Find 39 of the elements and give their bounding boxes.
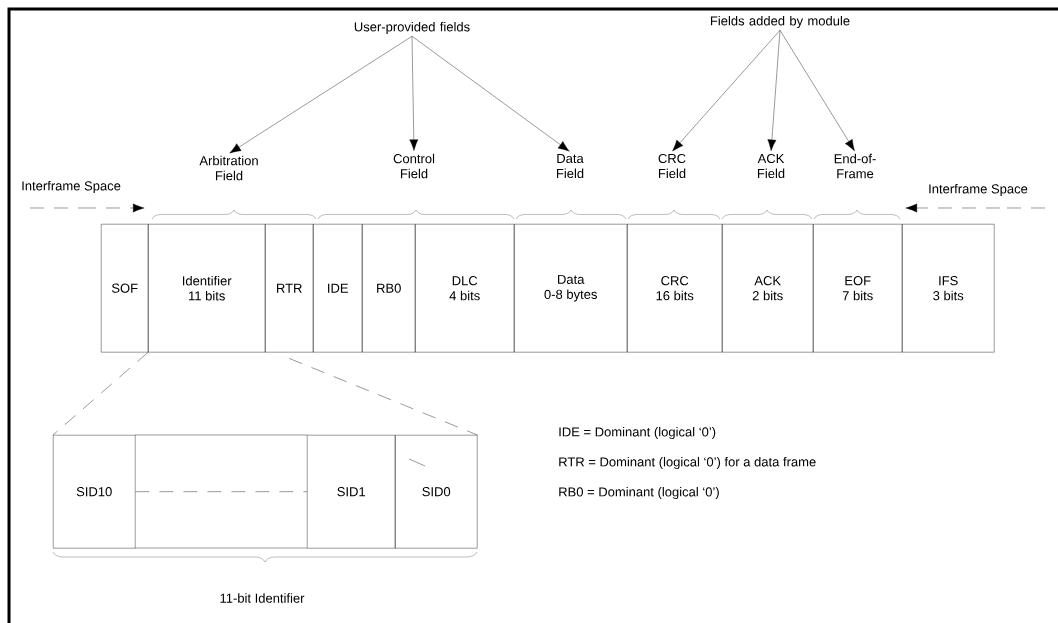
frame-cell: IFS 3 bits bbox=[902, 224, 995, 353]
field-label: CRC Field bbox=[658, 153, 686, 179]
field-label: User-provided fields bbox=[354, 21, 470, 35]
frame-cell: Identifier 11 bits bbox=[148, 224, 266, 353]
frame-cell: CRC 16 bits bbox=[627, 224, 723, 353]
frame-cell: DLC 4 bits bbox=[415, 224, 515, 353]
identifier-bit-cell: SID1 bbox=[307, 435, 396, 549]
field-label: Arbitration Field bbox=[199, 155, 258, 181]
identifier-bit-cell: SID0 bbox=[395, 435, 478, 549]
zoom-line bbox=[52, 352, 149, 436]
frame-cell: Data 0-8 bytes bbox=[514, 224, 628, 353]
field-label: End-of-Frame bbox=[834, 153, 876, 179]
frame-cell: ACK 2 bits bbox=[722, 224, 814, 353]
frame-cell: EOF 7 bits bbox=[813, 224, 903, 353]
frame-cell: IDE bbox=[313, 224, 363, 353]
field-label: Data Field bbox=[557, 153, 584, 179]
frame-cell: RTR bbox=[265, 224, 314, 353]
arrow bbox=[767, 30, 781, 152]
note-text: Interframe Space bbox=[22, 180, 121, 194]
field-label: Control Field bbox=[393, 153, 435, 179]
frame-cell: RB0 bbox=[362, 224, 416, 353]
arrow bbox=[229, 36, 413, 154]
arrow bbox=[409, 36, 419, 151]
note-text: Interframe Space bbox=[929, 183, 1028, 197]
note-text: IDE = Dominant (logical ‘0’) bbox=[559, 426, 716, 440]
arrow bbox=[29, 203, 145, 213]
arrow bbox=[672, 30, 781, 152]
arrow bbox=[779, 30, 855, 151]
dashed-line bbox=[135, 491, 308, 492]
identifier-bit-cell: SID10 bbox=[53, 435, 136, 549]
field-label: ACK Field bbox=[757, 153, 785, 179]
note-text: 11-bit Identifier bbox=[220, 593, 305, 603]
frame-cell: SOF bbox=[101, 224, 149, 353]
arrow bbox=[905, 203, 1046, 213]
zoom-line bbox=[289, 358, 478, 436]
field-label: Fields added by module bbox=[710, 15, 850, 29]
note-text: RTR = Dominant (logical ‘0’) for a data frame bbox=[559, 456, 816, 470]
note-text: RB0 = Dominant (logical ‘0’) bbox=[559, 486, 719, 500]
arrow bbox=[411, 36, 570, 152]
